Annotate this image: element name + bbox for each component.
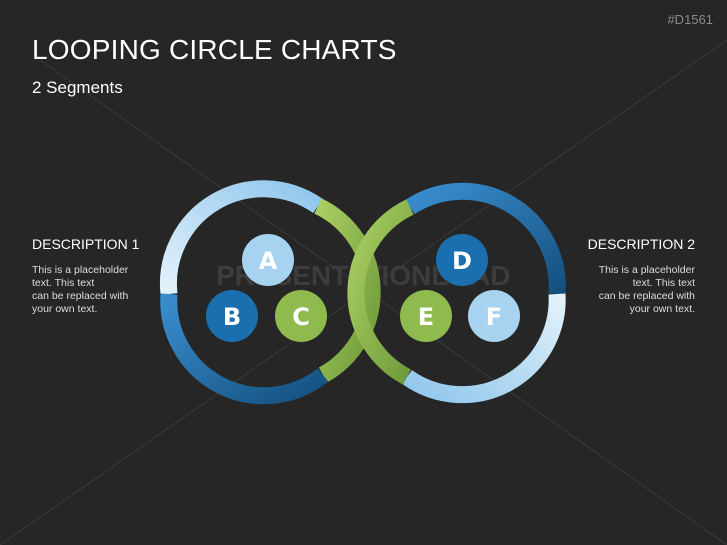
node-e: E: [400, 290, 452, 342]
node-c-label: C: [292, 303, 310, 331]
description-2-line: text. This text: [632, 277, 695, 289]
description-2-title: DESCRIPTION 2: [587, 236, 695, 252]
node-f: F: [468, 290, 520, 342]
right-loop-bottom-segment: [402, 293, 566, 404]
description-1-title: DESCRIPTION 1: [32, 236, 140, 252]
page-title: LOOPING CIRCLE CHARTS: [32, 34, 397, 65]
node-a: A: [242, 234, 294, 286]
node-b-label: B: [223, 303, 241, 331]
right-loop: [347, 182, 566, 404]
description-1-line: can be replaced with: [32, 290, 129, 302]
right-loop-top-segment: [405, 182, 566, 295]
description-1-line: your own text.: [32, 303, 98, 315]
node-b: B: [206, 290, 258, 342]
left-loop-green-segment: [314, 198, 381, 383]
left-loop-bottom-segment: [160, 293, 329, 405]
node-c: C: [275, 290, 327, 342]
description-1-line: text. This text: [32, 277, 95, 289]
right-loop-green-segment: [347, 199, 414, 385]
description-2-line: This is a placeholder: [598, 264, 695, 276]
node-d-label: D: [452, 247, 472, 275]
left-loop-top-segment: [159, 180, 323, 295]
description-1-line: This is a placeholder: [32, 264, 129, 276]
node-d: D: [436, 234, 488, 286]
description-2-text: This is a placeholder text. This text ca…: [575, 264, 695, 316]
slide-code: #D1561: [667, 12, 713, 27]
page-subtitle: 2 Segments: [32, 78, 123, 97]
node-e-label: E: [418, 303, 434, 331]
node-f-label: F: [486, 303, 502, 331]
description-2-line: your own text.: [629, 303, 695, 315]
description-2-line: can be replaced with: [598, 290, 695, 302]
description-1-text: This is a placeholder text. This text ca…: [32, 264, 152, 316]
node-a-label: A: [259, 247, 278, 275]
left-loop: [159, 180, 381, 405]
